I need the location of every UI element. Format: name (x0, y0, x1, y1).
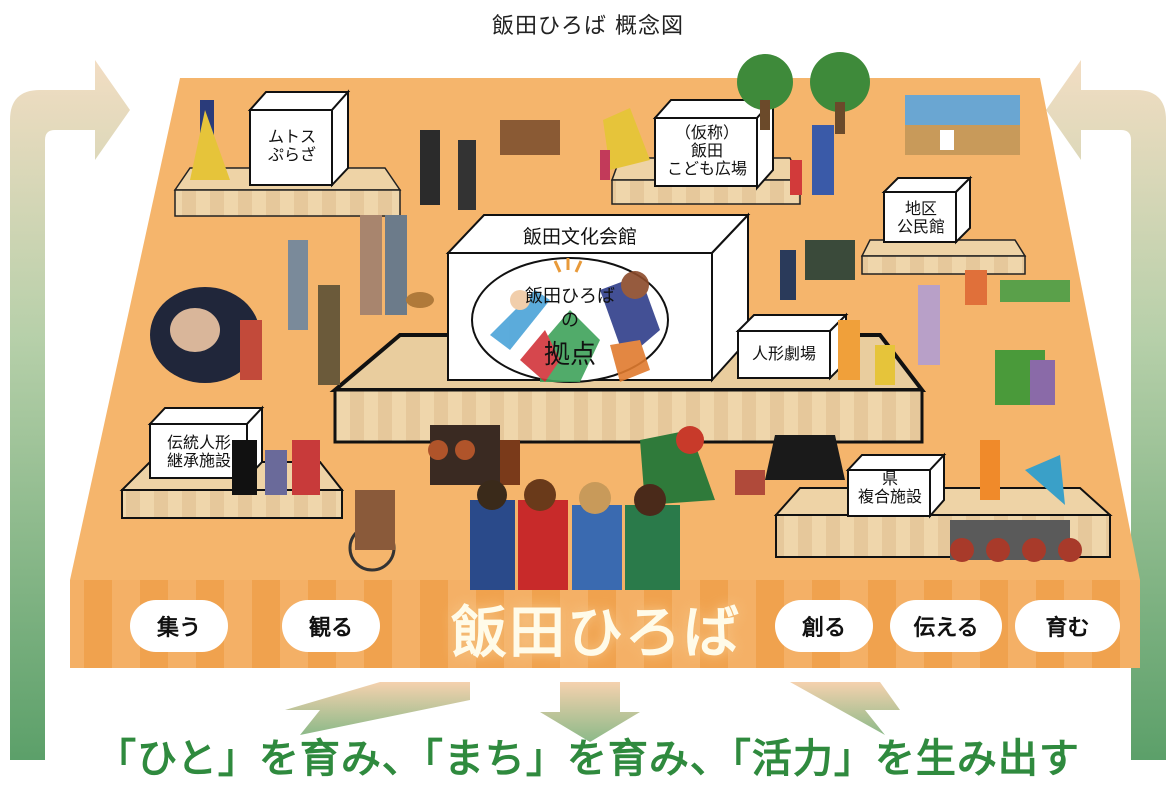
stage-central (329, 212, 927, 444)
down-arrows (285, 682, 900, 742)
hub-line-1: 飯田ひろば (525, 286, 615, 307)
stage-chiku (860, 175, 1027, 275)
action-pill-4: 伝える (890, 600, 1002, 652)
hub-line-3: 拠点 (543, 340, 596, 370)
figures (150, 52, 1082, 590)
stage-dento (119, 405, 345, 519)
hiroba-banner: 飯田ひろば (451, 601, 741, 666)
label-ken: 県 複合施設 (857, 469, 922, 506)
action-pill-2: 観る (282, 600, 380, 652)
action-pill-1: 集う (130, 600, 228, 652)
label-kodomo: （仮称） 飯田 こども広場 (666, 123, 747, 178)
page-title: 飯田ひろば 概念図 (492, 14, 684, 39)
label-chiku: 地区 公民館 (896, 199, 945, 236)
hub-line-2: の (561, 310, 579, 331)
label-mutosu: ムトス ぷらざ (267, 127, 316, 164)
label-dento: 伝統人形 継承施設 (166, 433, 231, 470)
slogan: 「ひと」を育み、「まち」を育み、「活力」を生み出す (96, 736, 1080, 782)
stage-mutosu (173, 89, 402, 217)
label-ningyo: 人形劇場 (751, 344, 816, 363)
action-pill-5: 育む (1015, 600, 1120, 652)
left-cycle-arrow (10, 60, 130, 760)
label-bunka: 飯田文化会館 (522, 226, 637, 248)
action-pill-3: 創る (775, 600, 873, 652)
